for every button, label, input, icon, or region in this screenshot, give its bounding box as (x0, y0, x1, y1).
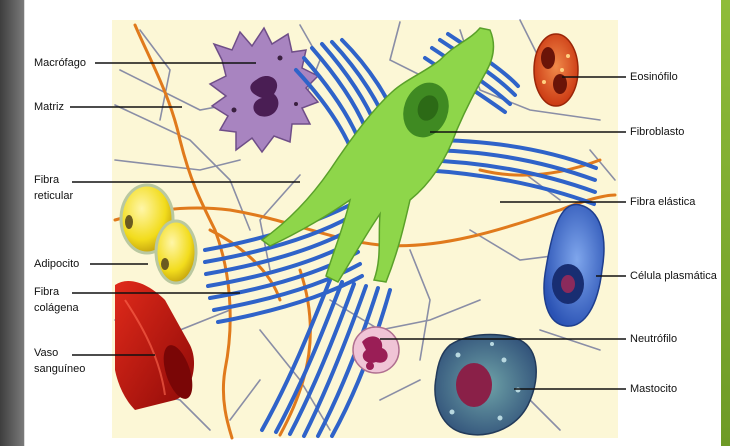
label-mastocito: Mastocito (630, 382, 677, 396)
label-fibroblasto: Fibroblasto (630, 125, 684, 139)
label-fibra-elastica: Fibra elástica (630, 195, 695, 209)
label-vaso-line1: Vaso (34, 346, 58, 360)
label-macrofago: Macrófago (34, 56, 86, 70)
label-eosinofilo: Eosinófilo (630, 70, 678, 84)
label-fibra-reticular-line2: reticular (34, 189, 73, 203)
label-fibra-colagena-line1: Fibra (34, 285, 59, 299)
neutrophil-cell (353, 327, 399, 373)
label-fibra-reticular-line1: Fibra (34, 173, 59, 187)
label-vaso-line2: sanguíneo (34, 362, 85, 376)
label-celula-plasmatica: Célula plasmática (630, 269, 717, 283)
label-neutrofilo: Neutrófilo (630, 332, 677, 346)
label-fibra-colagena-line2: colágena (34, 301, 79, 315)
label-matriz: Matriz (34, 100, 64, 114)
label-adipocito: Adipocito (34, 257, 79, 271)
eosinophil-cell (534, 34, 578, 106)
